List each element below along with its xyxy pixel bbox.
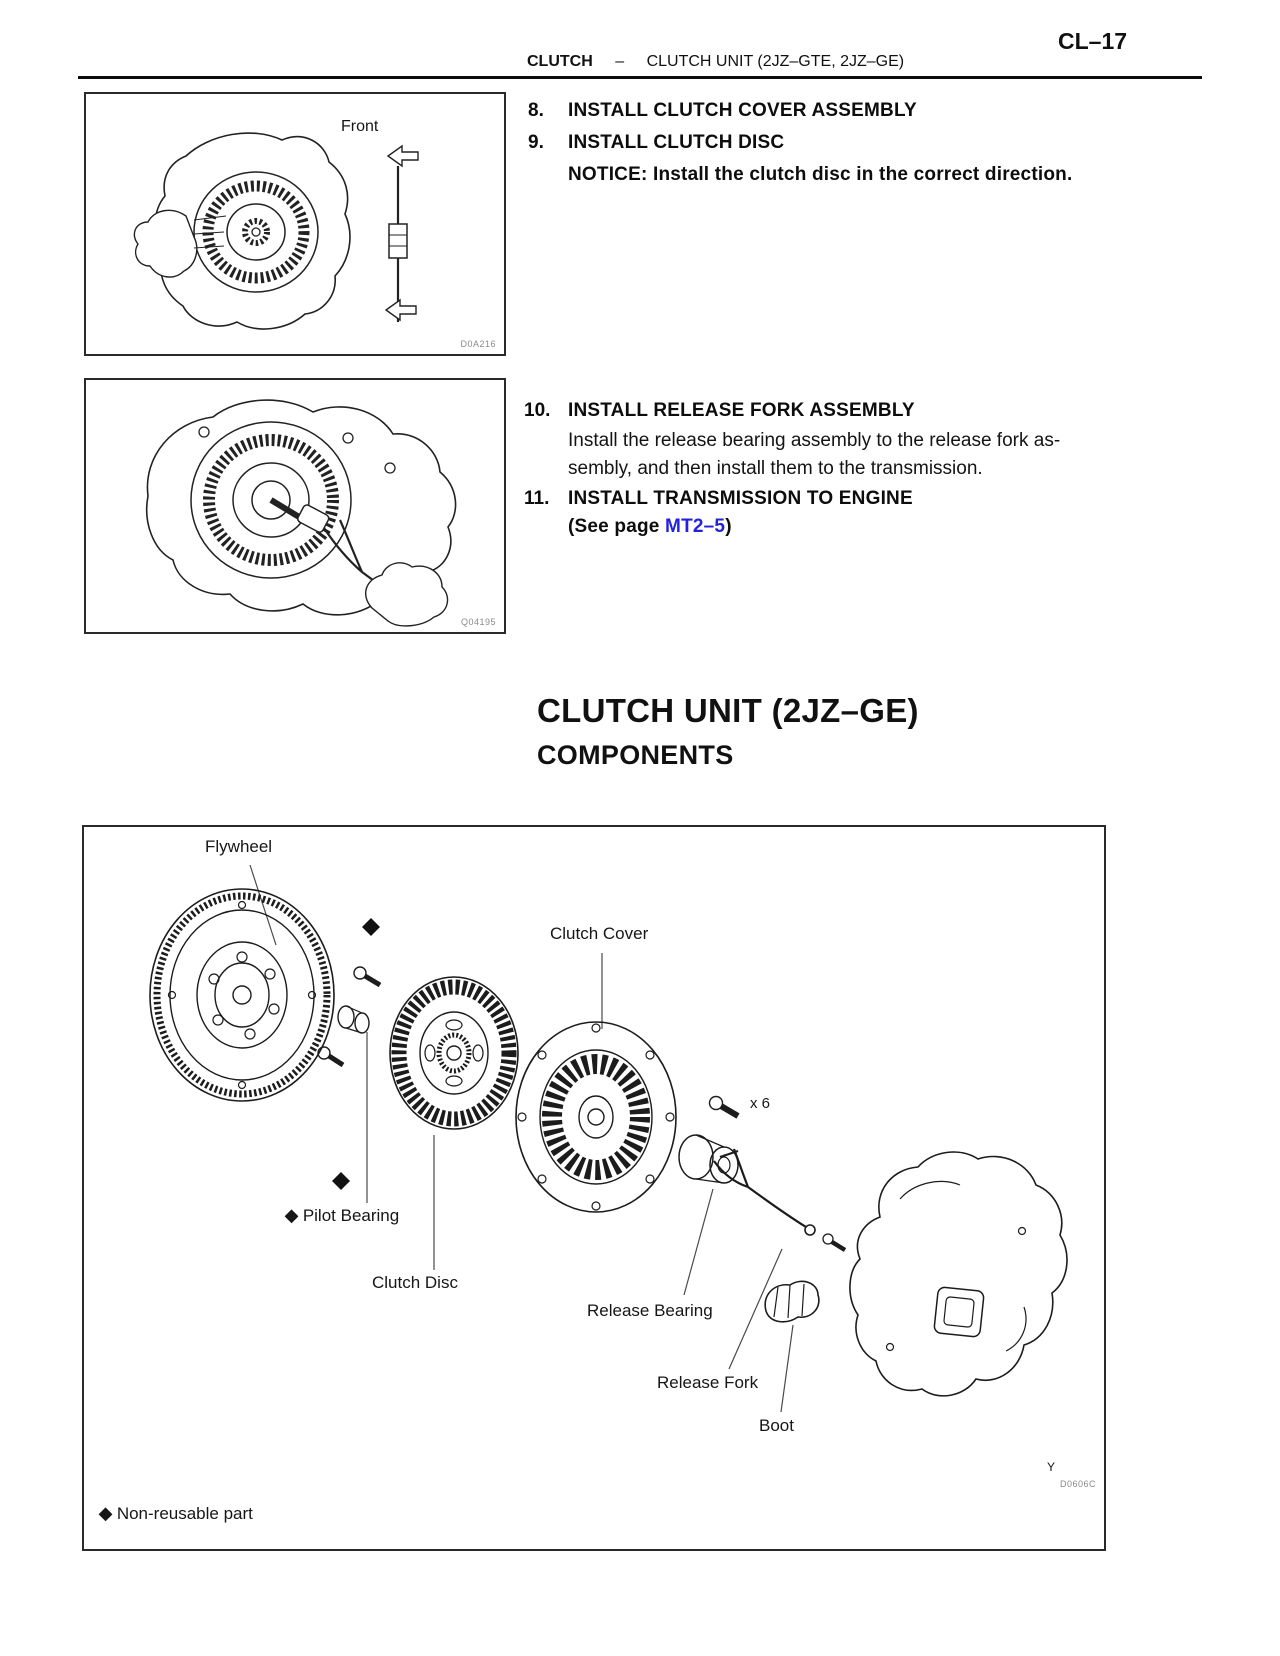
step-8-number: 8. (528, 100, 544, 121)
clutch-cover-drawing (515, 1021, 677, 1213)
step-10-body-line2: sembly, and then install them to the tra… (568, 458, 983, 479)
legend-non-reusable: ◆ Non-reusable part (99, 1504, 253, 1524)
see-page-link[interactable]: MT2–5 (665, 516, 726, 537)
step-10-title: INSTALL RELEASE FORK ASSEMBLY (568, 400, 915, 421)
hand-drawing (133, 209, 198, 278)
pilot-bearing-parts-drawing (317, 918, 382, 1190)
release-fork-drawing (713, 1148, 816, 1236)
step-10-body-line1: Install the release bearing assembly to … (568, 430, 1061, 451)
step-9-title: INSTALL CLUTCH DISC (568, 132, 785, 153)
header-rule (78, 76, 1202, 79)
hand-drawing (364, 562, 449, 627)
see-page-prefix: (See page (568, 516, 666, 537)
transmission-housing-drawing (849, 1151, 1068, 1397)
step-10-number: 10. (524, 400, 551, 421)
lower-arrow-icon (384, 298, 417, 322)
legend-text: Non-reusable part (116, 1504, 253, 1523)
step-11-reference: (See page MT2–5) (568, 516, 732, 538)
see-page-suffix: ) (725, 516, 732, 537)
label-bolt-count: x 6 (750, 1095, 771, 1112)
release-fork-install-illustration (146, 399, 457, 627)
running-header-dash: – (615, 53, 625, 70)
section-subtitle: COMPONENTS (537, 740, 734, 770)
running-header-section: CLUTCH (527, 53, 593, 70)
diamond-icon: ◆ (98, 1503, 113, 1524)
label-release-fork: Release Fork (657, 1373, 759, 1392)
figure2-code: Q04195 (460, 617, 496, 627)
label-release-bearing: Release Bearing (587, 1301, 713, 1320)
figure1-code: D0A216 (460, 339, 496, 349)
figure-install-clutch-cover: Front D0A216 (84, 92, 506, 356)
running-header: CLUTCH – CLUTCH UNIT (2JZ–GTE, 2JZ–GE) (527, 53, 904, 71)
label-pilot-bearing-text: Pilot Bearing (302, 1206, 400, 1225)
corner-mark: Y (1047, 1460, 1056, 1474)
fork-bolt-drawing (822, 1233, 847, 1252)
exploded-view-illustration (149, 864, 1068, 1413)
label-flywheel: Flywheel (205, 837, 273, 856)
figure-install-release-fork: Q04195 (84, 378, 506, 634)
leader-lines (249, 864, 794, 1413)
page-number: CL–17 (1058, 28, 1128, 54)
clutch-disc-drawing (389, 976, 519, 1130)
cover-bolt-drawing (708, 1095, 740, 1119)
components-diagram: Flywheel Clutch Cover x 6 ◆ Pilot Bearin… (82, 825, 1106, 1551)
boot-drawing (764, 1280, 820, 1323)
step-11-title: INSTALL TRANSMISSION TO ENGINE (568, 488, 913, 509)
front-arrow-icon (386, 144, 419, 168)
diamond-icon: ◆ (284, 1205, 299, 1226)
label-boot: Boot (759, 1416, 794, 1435)
step-9-notice: NOTICE: Install the clutch disc in the c… (568, 164, 1073, 185)
running-header-title: CLUTCH UNIT (2JZ–GTE, 2JZ–GE) (646, 53, 905, 70)
clutch-cover-install-illustration (133, 132, 419, 330)
label-clutch-disc: Clutch Disc (372, 1273, 458, 1292)
label-pilot-bearing: ◆ Pilot Bearing (284, 1205, 400, 1226)
section-title: CLUTCH UNIT (2JZ–GE) (537, 692, 919, 729)
step-9-number: 9. (528, 132, 544, 153)
label-clutch-cover: Clutch Cover (550, 924, 649, 943)
step-8-title: INSTALL CLUTCH COVER ASSEMBLY (568, 100, 917, 121)
front-label: Front (341, 118, 379, 135)
non-reusable-diamond-icon (332, 1172, 350, 1190)
step-11-number: 11. (524, 488, 550, 509)
non-reusable-diamond-icon (362, 918, 380, 936)
diagram-code: D0606C (1060, 1479, 1097, 1489)
flywheel-drawing (149, 888, 335, 1102)
